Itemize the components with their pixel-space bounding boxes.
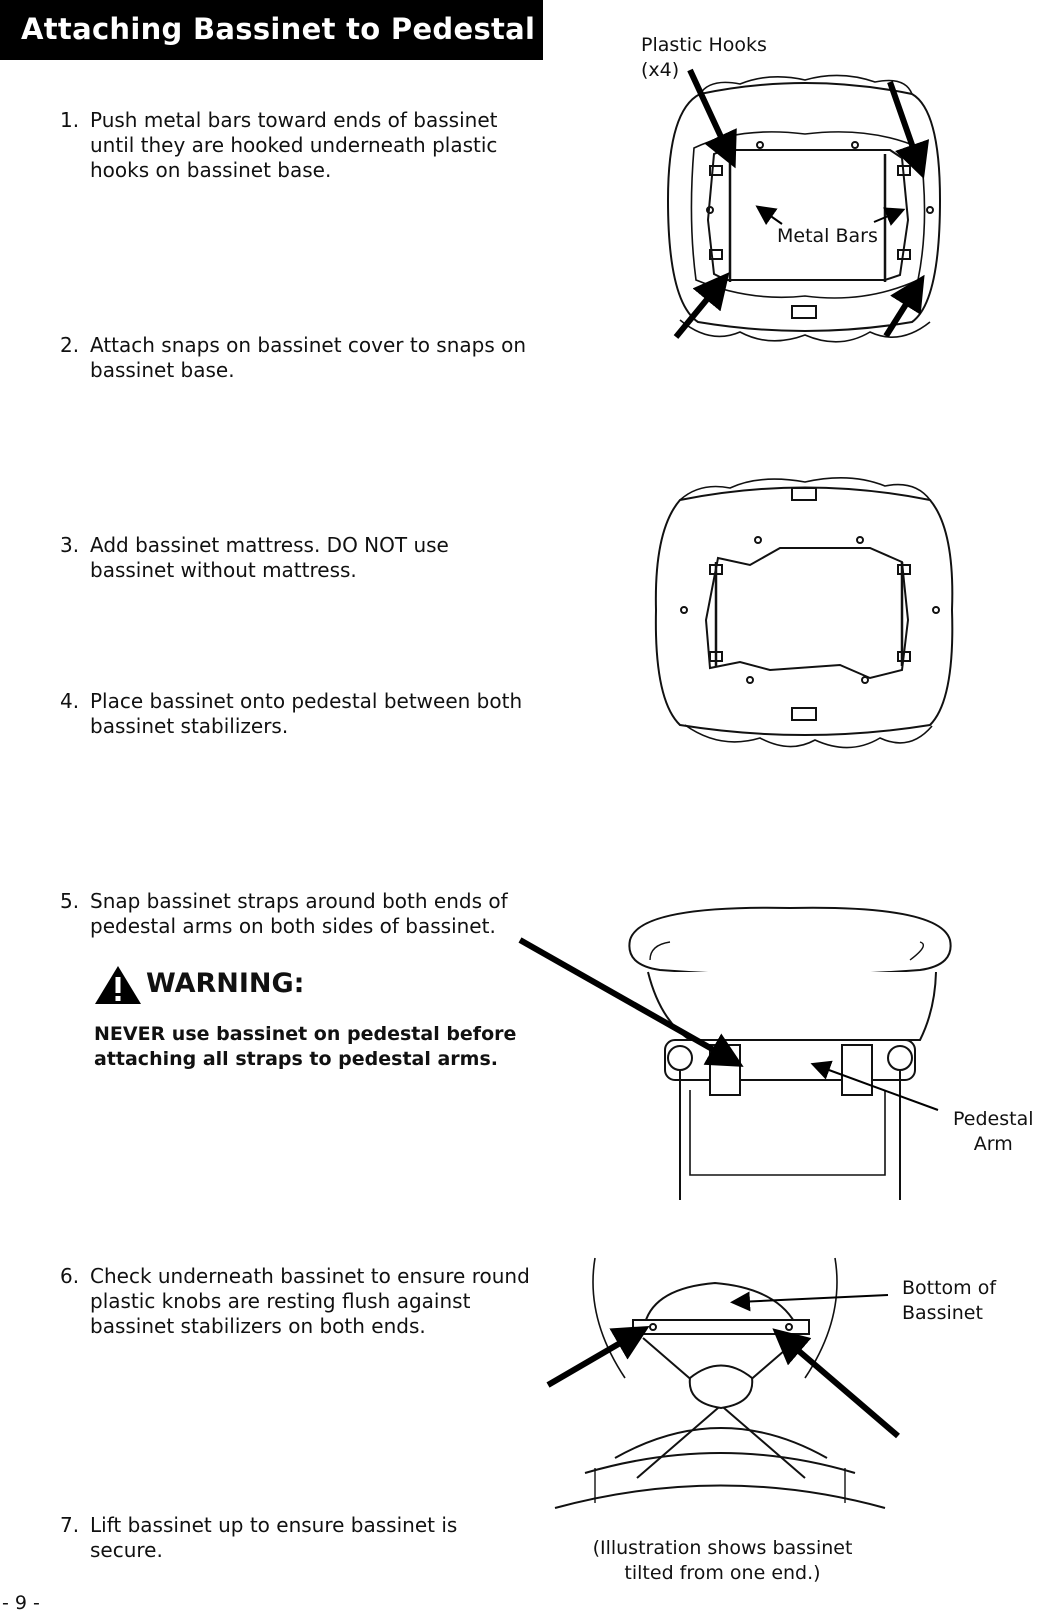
step-text: Add bassinet mattress. DO NOT use bassin… [90,533,449,582]
step-number: 3. [60,533,80,557]
bassinet-pedestal-straps-illustration [628,906,952,1200]
step-number: 1. [60,108,80,132]
pedestal-arm-label: Pedestal Arm [953,1107,1034,1157]
step-2: 2. Attach snaps on bassinet cover to sna… [60,333,540,383]
step-number: 7. [60,1513,80,1537]
metal-bars-label: Metal Bars [777,225,878,247]
warning-text: NEVER use bassinet on pedestal before at… [94,1023,517,1070]
bassinet-cover-snaps-illustration [654,477,954,749]
section-title: Attaching Bassinet to Pedestal [21,12,536,46]
warning-title: WARNING: [146,968,305,999]
plastic-hooks-label-line2: (x4) [641,59,680,81]
bottom-of-bassinet-label: Bottom of Bassinet [902,1276,996,1326]
step-5: 5. Snap bassinet straps around both ends… [60,889,530,939]
pedestal-arm-label-line2: Arm [973,1133,1013,1155]
step-7: 7. Lift bassinet up to ensure bassinet i… [60,1513,470,1563]
step-6: 6. Check underneath bassinet to ensure r… [60,1264,540,1339]
plastic-hooks-label-line1: Plastic Hooks [641,34,767,56]
step-number: 6. [60,1264,80,1288]
warning-triangle-icon [95,966,141,1004]
bottom-of-bassinet-label-line1: Bottom of [902,1277,997,1299]
step-1: 1. Push metal bars toward ends of bassin… [60,108,520,183]
step-text: Push metal bars toward ends of bassinet … [90,108,498,182]
bottom-of-bassinet-label-line2: Bassinet [902,1302,983,1324]
step-text: Attach snaps on bassinet cover to snaps … [90,333,527,382]
step-number: 4. [60,689,80,713]
step-number: 2. [60,333,80,357]
bassinet-underside-illustration [554,1257,886,1509]
step-text: Check underneath bassinet to ensure roun… [90,1264,530,1338]
caption-line1: (Illustration shows bassinet [592,1537,853,1559]
caption-line2: tilted from one end.) [624,1562,821,1584]
step-4: 4. Place bassinet onto pedestal between … [60,689,540,739]
page-number: - 9 - [2,1592,40,1614]
step-text: Snap bassinet straps around both ends of… [90,889,508,938]
illustration-caption: (Illustration shows bassinet tilted from… [585,1536,860,1586]
section-header: Attaching Bassinet to Pedestal [0,0,543,60]
step-text: Lift bassinet up to ensure bassinet is s… [90,1513,458,1562]
step-number: 5. [60,889,80,913]
pedestal-arm-label-line1: Pedestal [953,1108,1034,1130]
step-3: 3. Add bassinet mattress. DO NOT use bas… [60,533,480,583]
step-text: Place bassinet onto pedestal between bot… [90,689,523,738]
plastic-hooks-label: Plastic Hooks (x4) [641,33,767,83]
